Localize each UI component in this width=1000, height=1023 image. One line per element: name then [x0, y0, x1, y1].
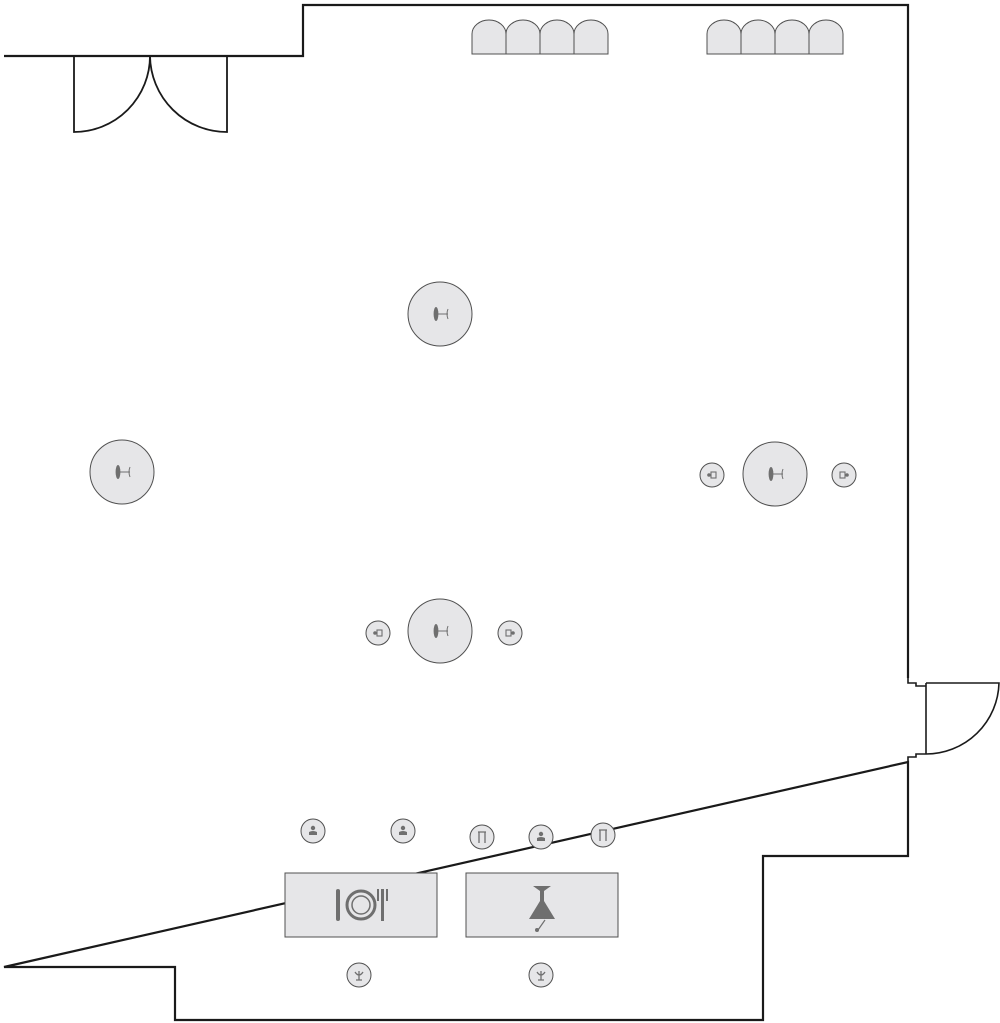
marker-disc	[699, 462, 725, 488]
sofa-seat	[740, 19, 776, 55]
candelabra-marker[interactable]	[528, 962, 554, 988]
candelabra-marker[interactable]	[346, 962, 372, 988]
cocktail-glass-icon	[768, 467, 784, 481]
waiter-marker[interactable]	[300, 818, 326, 844]
cocktail-glass-icon	[433, 624, 449, 638]
bar-stool-icon	[478, 831, 486, 843]
station-counter	[284, 872, 438, 938]
marker-disc	[365, 620, 391, 646]
room-walls	[3, 3, 910, 1022]
marker-disc	[497, 620, 523, 646]
side-entrance-door[interactable]	[907, 678, 1000, 762]
speaker-icon-right	[505, 629, 515, 637]
plate-fork-knife-icon	[336, 889, 388, 921]
cocktail-glass-icon	[115, 465, 131, 479]
main-entrance-double-door[interactable]	[73, 55, 228, 133]
waiter-icon	[309, 825, 317, 835]
speaker-marker[interactable]	[497, 620, 523, 646]
cocktail-table-top[interactable]	[407, 281, 473, 347]
speaker-icon-left	[707, 471, 717, 479]
sofa-seat	[573, 19, 609, 55]
cocktail-table-left[interactable]	[89, 439, 155, 505]
sofa-seat	[706, 19, 742, 55]
bartender-marker[interactable]	[528, 824, 554, 850]
lounge-sofa-right[interactable]	[706, 19, 844, 55]
bar-stool-icon	[599, 829, 607, 841]
cocktail-table-right[interactable]	[742, 441, 808, 507]
cocktail-glass-icon	[433, 307, 449, 321]
marker-disc	[469, 824, 495, 850]
cook-marker[interactable]	[390, 818, 416, 844]
lounge-sofa-left[interactable]	[471, 19, 609, 55]
speaker-marker[interactable]	[365, 620, 391, 646]
bar-station[interactable]	[465, 872, 619, 938]
cocktail-table-center[interactable]	[407, 598, 473, 664]
sofa-seat	[808, 19, 844, 55]
buffet-station[interactable]	[284, 872, 438, 938]
sofa-seat	[471, 19, 507, 55]
speaker-icon-left	[373, 629, 383, 637]
martini-glass-icon	[529, 886, 555, 932]
sofa-seat	[505, 19, 541, 55]
sofa-seat	[539, 19, 575, 55]
marker-disc	[590, 822, 616, 848]
speaker-icon-right	[839, 471, 849, 479]
candelabra-icon	[536, 971, 546, 981]
marker-disc	[831, 462, 857, 488]
stool-marker[interactable]	[590, 822, 616, 848]
candelabra-icon	[354, 971, 364, 981]
waiter-icon	[537, 831, 545, 841]
stool-marker[interactable]	[469, 824, 495, 850]
speaker-marker[interactable]	[699, 462, 725, 488]
speaker-marker[interactable]	[831, 462, 857, 488]
chef-icon	[399, 825, 407, 835]
sofa-seat	[774, 19, 810, 55]
